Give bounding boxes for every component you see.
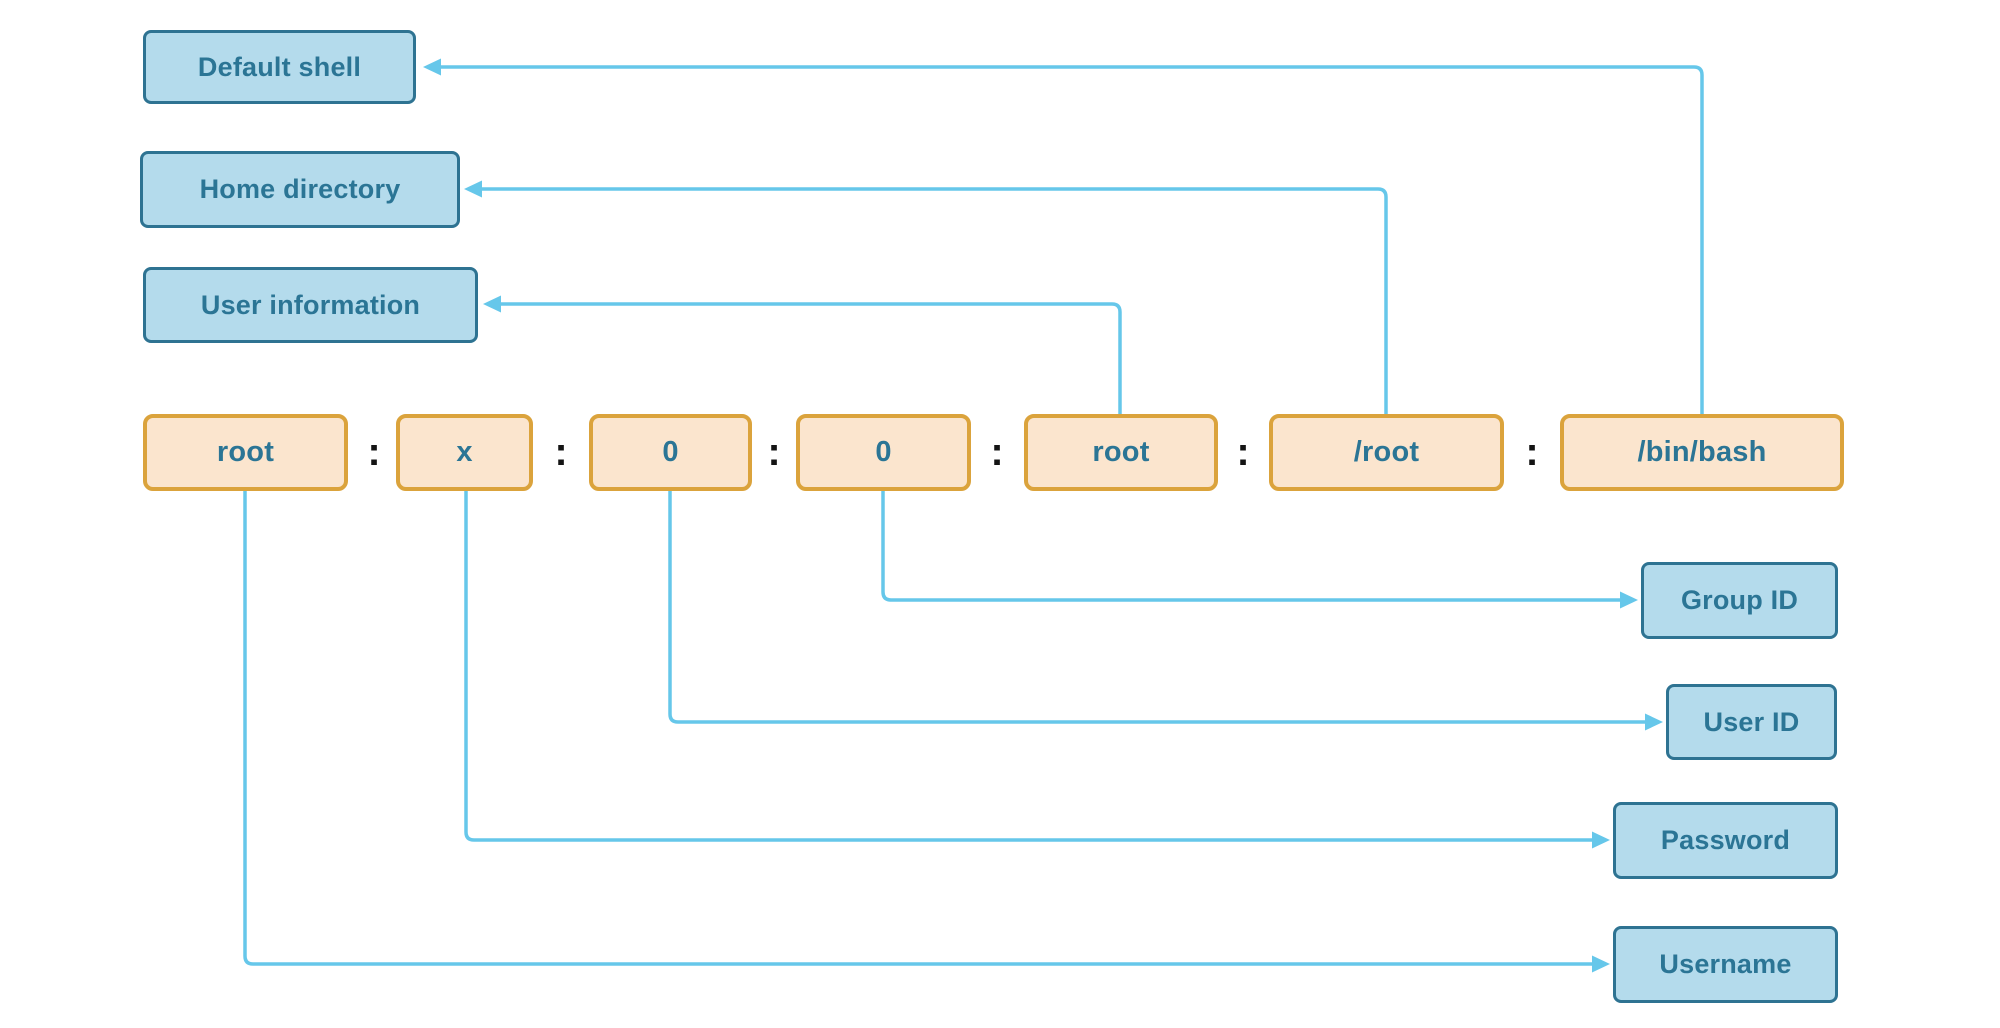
- field-box-password: x: [396, 414, 533, 491]
- separator-colon-3: :: [767, 430, 781, 474]
- field-default-shell-value: /bin/bash: [1637, 436, 1767, 468]
- label-box-password: Password: [1613, 802, 1838, 879]
- field-user-id-value: 0: [662, 436, 679, 468]
- connector-password-line: [464, 491, 1593, 842]
- separator-colon-2: :: [554, 430, 568, 474]
- label-box-user-id: User ID: [1666, 684, 1837, 760]
- field-password-value: x: [456, 436, 473, 468]
- label-group-id: Group ID: [1680, 585, 1799, 615]
- field-group-id-value: 0: [875, 436, 892, 468]
- label-user-information: User information: [200, 289, 421, 320]
- field-box-default-shell: /bin/bash: [1560, 414, 1844, 491]
- connector-home-directory-line: [481, 187, 1388, 414]
- label-box-home-directory: Home directory: [140, 151, 460, 228]
- arrowhead-user-id-icon: [1645, 713, 1663, 731]
- label-default-shell: Default shell: [197, 51, 362, 82]
- field-box-username: root: [143, 414, 348, 491]
- field-home-directory-value: /root: [1353, 436, 1420, 468]
- label-user-id: User ID: [1703, 706, 1800, 737]
- separator-colon-4: :: [990, 430, 1004, 474]
- connector-user-information-line: [500, 302, 1122, 414]
- connector-user-id-line: [668, 491, 1646, 724]
- label-username: Username: [1659, 949, 1792, 979]
- field-box-home-directory: /root: [1269, 414, 1504, 491]
- separator-colon-5: :: [1236, 430, 1250, 474]
- arrowhead-username-icon: [1592, 955, 1610, 973]
- label-box-group-id: Group ID: [1641, 562, 1838, 639]
- separator-colon-6: :: [1525, 430, 1539, 474]
- arrowhead-home-directory-icon: [464, 180, 482, 198]
- label-password: Password: [1660, 825, 1791, 855]
- label-box-user-information: User information: [143, 267, 478, 343]
- arrowhead-group-id-icon: [1620, 591, 1638, 609]
- field-username-value: root: [216, 436, 275, 468]
- label-box-username: Username: [1613, 926, 1838, 1003]
- connector-group-id-line: [881, 491, 1621, 602]
- label-box-default-shell: Default shell: [143, 30, 416, 104]
- field-box-user-information: root: [1024, 414, 1218, 491]
- separator-colon-1: :: [367, 430, 381, 474]
- field-box-group-id: 0: [796, 414, 971, 491]
- arrowhead-user-information-icon: [483, 295, 501, 313]
- connector-default-shell-line: [440, 65, 1704, 414]
- label-home-directory: Home directory: [199, 174, 401, 204]
- field-box-user-id: 0: [589, 414, 752, 491]
- field-user-information-value: root: [1092, 436, 1150, 468]
- arrowhead-default-shell-icon: [423, 58, 441, 76]
- arrowhead-password-icon: [1592, 831, 1610, 849]
- connector-username-line: [243, 491, 1593, 966]
